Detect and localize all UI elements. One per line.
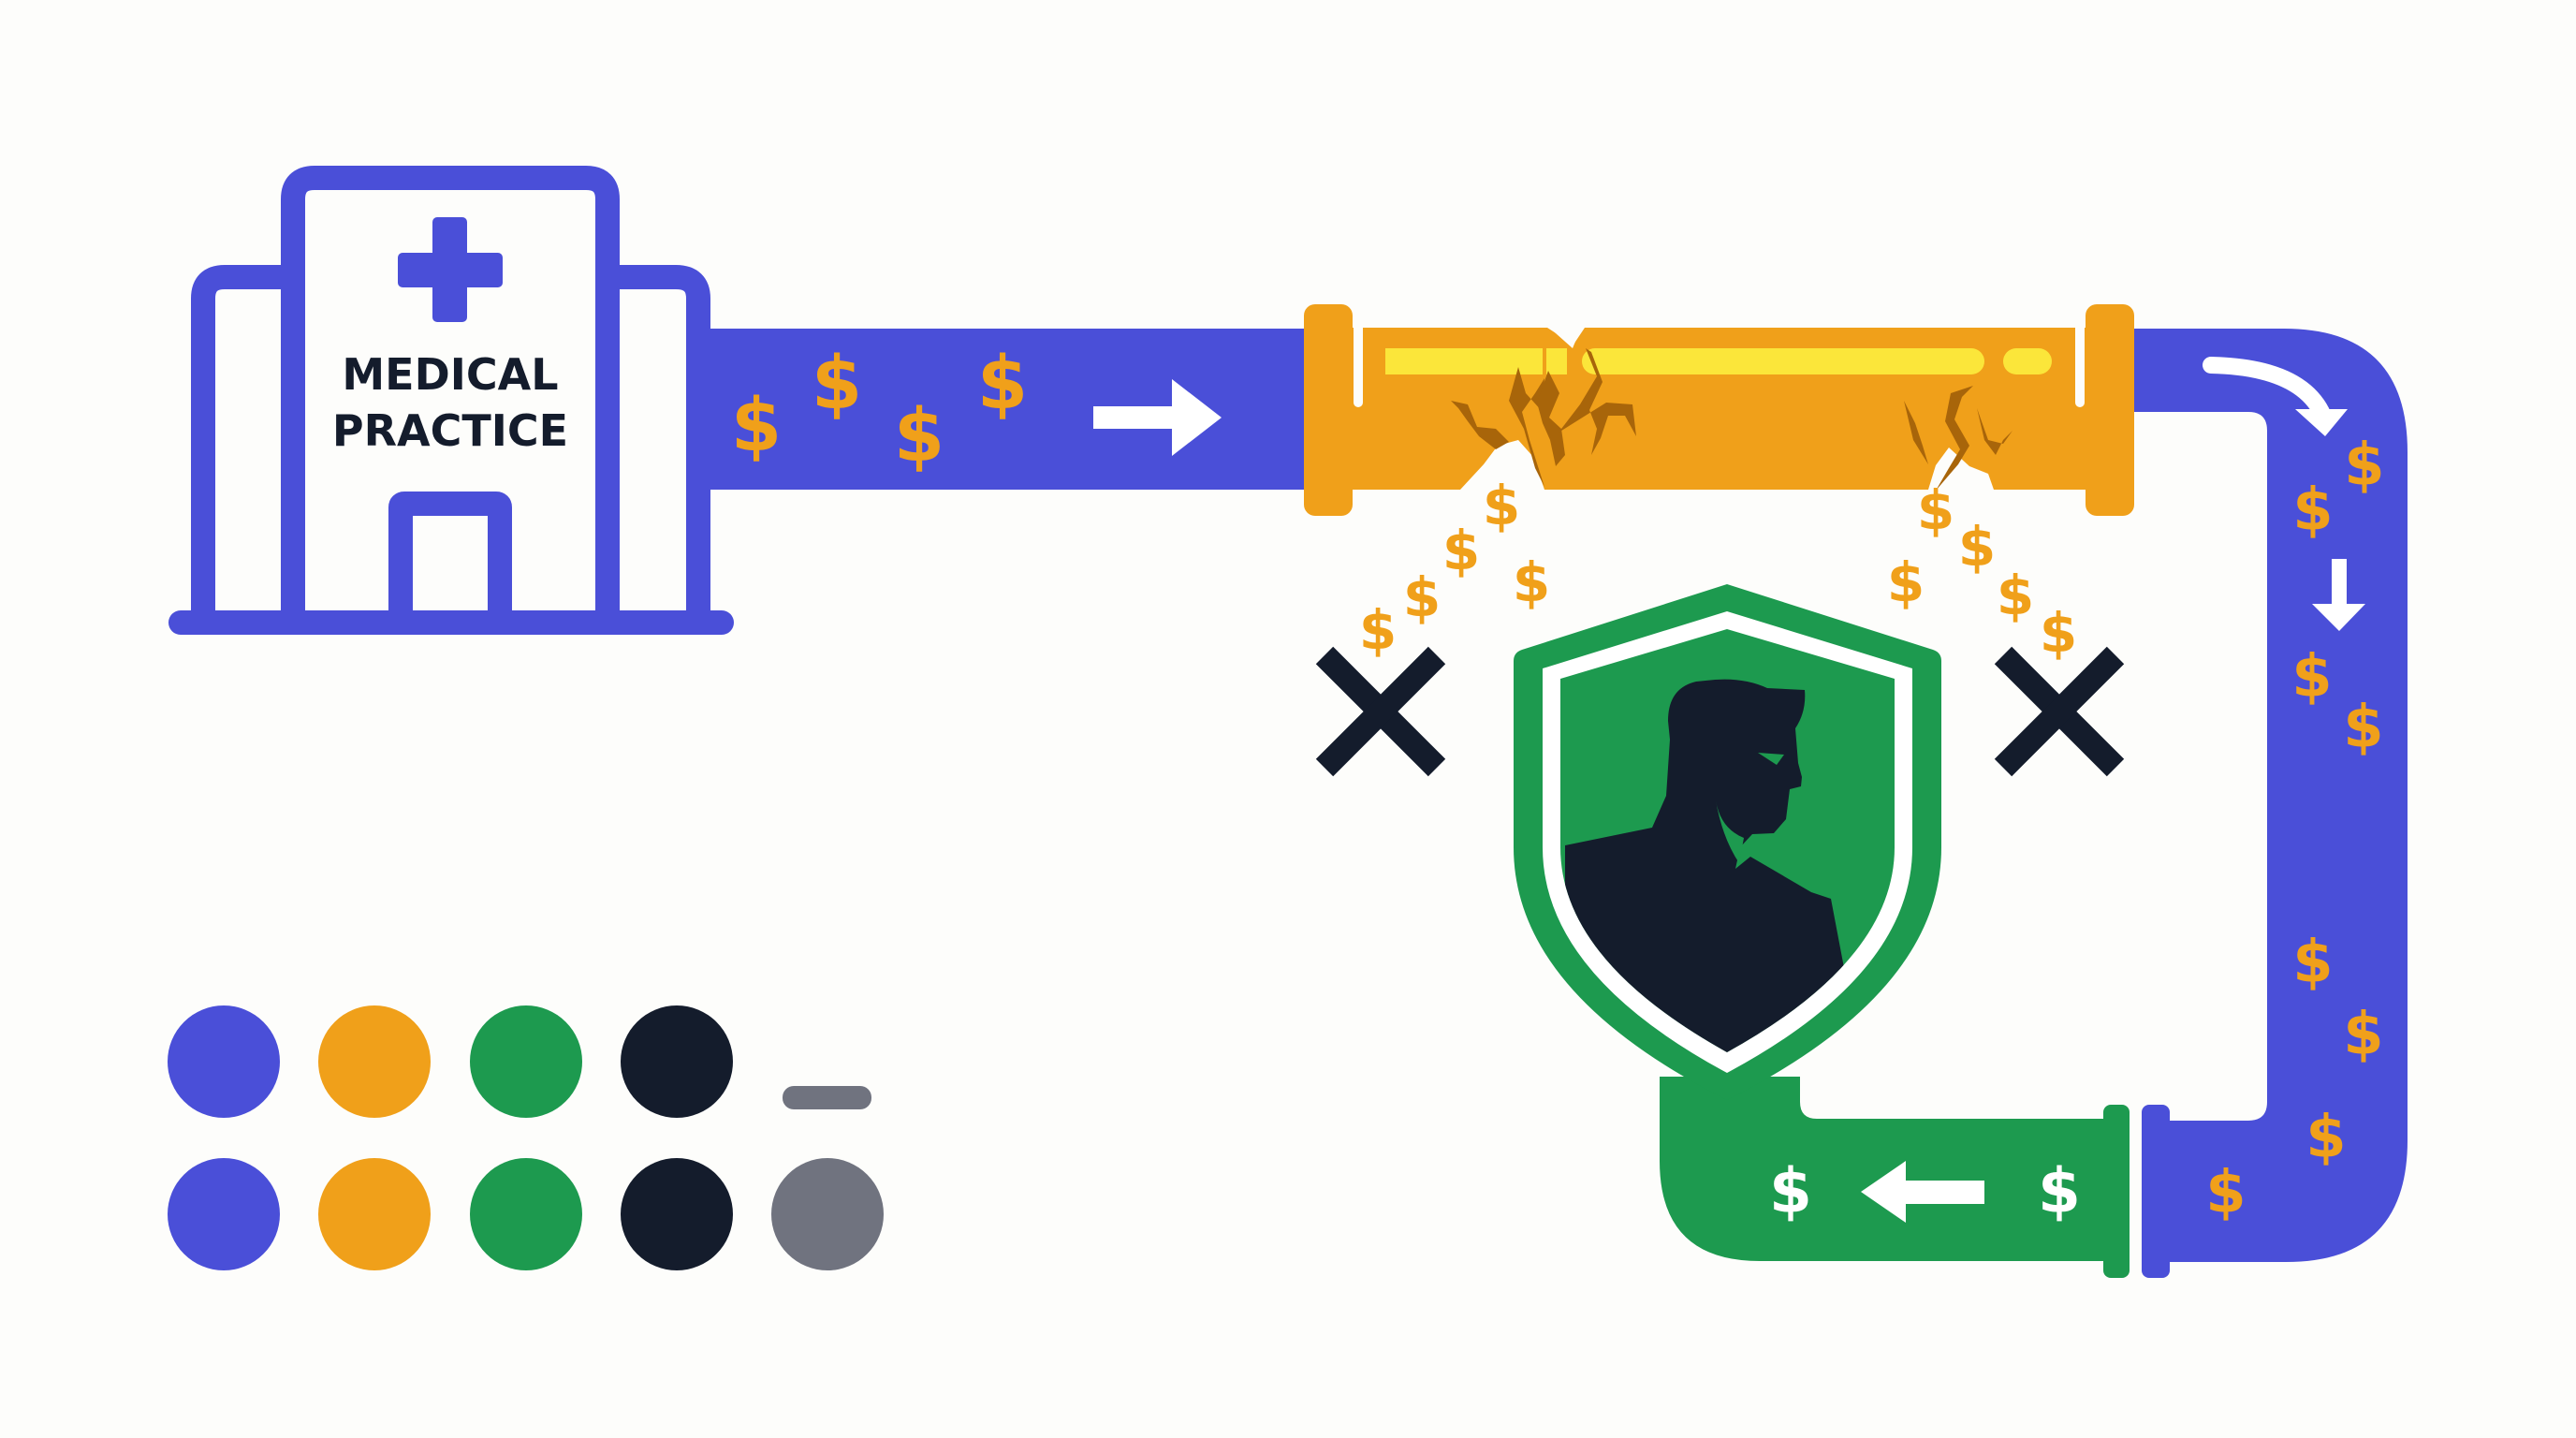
orange-right-flange <box>2086 304 2134 516</box>
palette-dash-gray <box>783 1086 871 1109</box>
dollar-icon: $ <box>1958 515 1996 579</box>
leaking-dollars-left: $ $ $ $ $ <box>1359 474 1550 662</box>
top-pipe-dollars: $ $ $ $ <box>731 342 1028 478</box>
arrow-left-icon <box>1861 1161 1984 1223</box>
arrow-down-icon <box>2312 559 2365 631</box>
palette-swatch-orange <box>318 1005 431 1118</box>
dollar-icon: $ <box>1483 474 1520 537</box>
x-mark-right-icon <box>1994 646 2125 777</box>
building-right-wing <box>607 265 710 613</box>
dollar-icon: $ <box>812 342 862 426</box>
dollar-icon: $ <box>1513 550 1550 614</box>
medical-cross-icon <box>398 217 503 322</box>
building-tower <box>281 166 620 613</box>
arrow-right-icon <box>1093 379 1222 456</box>
right-pipe-dollars: $ $ $ $ $ $ $ $ <box>2205 431 2384 1226</box>
building-base <box>168 610 734 635</box>
dollar-icon: $ <box>2292 476 2333 544</box>
dollar-icon: $ <box>2038 1155 2081 1227</box>
dollar-icon: $ <box>894 394 944 478</box>
building-door <box>388 492 512 613</box>
building-label-line2: PRACTICE <box>332 405 568 456</box>
dollar-icon: $ <box>2291 642 2332 711</box>
x-mark-left-icon <box>1315 646 1446 777</box>
dollar-icon: $ <box>2343 693 2383 761</box>
palette-swatch-green <box>470 1005 582 1118</box>
guardian-jaw <box>1716 800 1744 863</box>
dollar-icon: $ <box>2040 601 2077 665</box>
dollar-icon: $ <box>1403 565 1441 629</box>
guardian-silhouette <box>1565 679 1849 1052</box>
pipe-highlight <box>1385 348 2052 374</box>
leaking-dollars-right: $ $ $ $ $ <box>1887 478 2077 665</box>
dollar-icon: $ <box>2305 1103 2346 1171</box>
palette-swatch-navy <box>621 1158 733 1270</box>
dollar-icon: $ <box>1769 1155 1812 1227</box>
palette-swatch-blue <box>168 1005 280 1118</box>
dollar-icon: $ <box>2205 1158 2246 1226</box>
color-palette <box>168 1005 884 1270</box>
shield-person-icon <box>1514 584 1941 1100</box>
dollar-icon: $ <box>1917 478 1954 542</box>
blue-bottom-flange <box>2142 1105 2170 1278</box>
pipe-cracks <box>1451 348 2022 491</box>
dollar-icon: $ <box>1997 564 2034 627</box>
dollar-icon: $ <box>1359 598 1397 662</box>
guardian-eye <box>1758 753 1784 765</box>
orange-left-flange <box>1304 304 1353 516</box>
dollar-icon: $ <box>1887 550 1925 614</box>
dollar-icon: $ <box>2344 431 2384 499</box>
palette-swatch-blue <box>168 1158 280 1270</box>
green-output-pipe <box>1660 1077 2106 1261</box>
green-pipe-dollars: $ $ <box>1769 1155 2081 1227</box>
hospital-building-icon <box>191 166 710 613</box>
dollar-icon: $ <box>1442 519 1480 582</box>
building-left-wing <box>191 265 293 613</box>
cracked-orange-pipe <box>1304 304 2134 516</box>
dollar-icon: $ <box>977 342 1028 426</box>
curved-arrow-icon <box>2203 357 2348 436</box>
palette-swatch-gray <box>771 1158 884 1270</box>
dollar-icon: $ <box>2343 1000 2383 1068</box>
palette-swatch-navy <box>621 1005 733 1118</box>
green-flange <box>2103 1105 2130 1278</box>
building-label-line1: MEDICAL <box>342 349 558 400</box>
dollar-icon: $ <box>2292 928 2333 996</box>
palette-swatch-orange <box>318 1158 431 1270</box>
dollar-icon: $ <box>731 384 782 468</box>
palette-swatch-green <box>470 1158 582 1270</box>
